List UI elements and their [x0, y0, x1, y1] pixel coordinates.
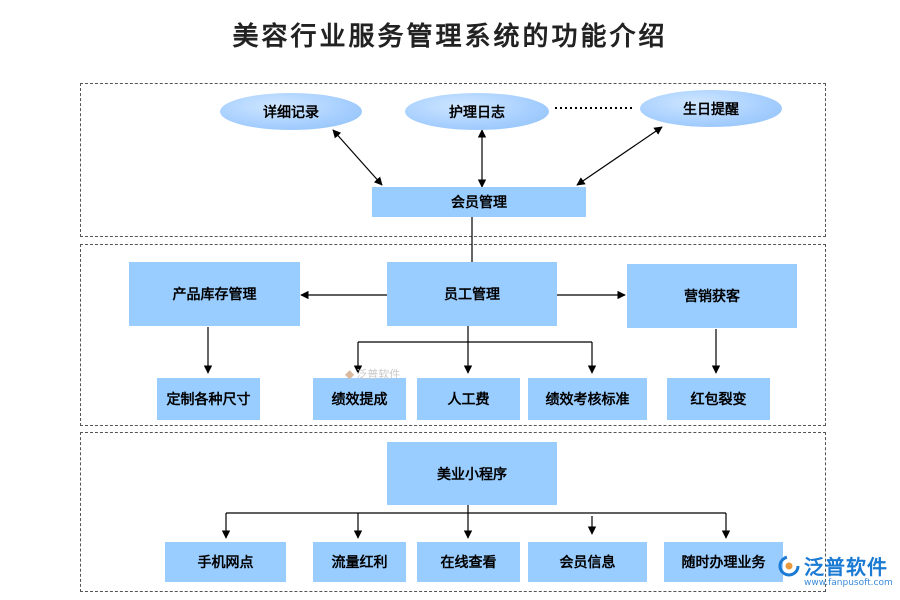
brand-swirl-icon: [778, 555, 800, 576]
box-red-packet: 红包裂变: [667, 378, 770, 420]
section-mini-program: [80, 432, 826, 592]
ellipse-care-log-label: 护理日志: [449, 104, 505, 121]
arrow-record-member: [332, 129, 383, 186]
box-marketing-label: 营销获客: [684, 289, 740, 305]
watermark-mark-icon: ◆: [345, 367, 355, 381]
box-staff-management: 员工管理: [387, 262, 557, 326]
ellipse-birthday-reminder: 生日提醒: [640, 90, 782, 127]
box-commission: 绩效提成: [313, 378, 406, 420]
box-commission-label: 绩效提成: [331, 392, 388, 408]
ellipse-birthday-reminder-label: 生日提醒: [683, 101, 739, 118]
box-anytime-business: 随时办理业务: [664, 542, 783, 582]
arrow-birthday-member: [576, 126, 663, 186]
box-custom-size: 定制各种尺寸: [157, 378, 260, 420]
box-member-info: 会员信息: [528, 542, 647, 582]
brand-name: 泛普软件: [804, 555, 888, 579]
box-staff-management-label: 员工管理: [444, 287, 500, 303]
page-title: 美容行业服务管理系统的功能介绍: [232, 22, 668, 52]
box-member-management-label: 会员管理: [451, 195, 507, 211]
watermark-small-text: 泛普软件: [356, 368, 401, 381]
box-mobile-outlet: 手机网点: [165, 542, 286, 582]
box-red-packet-label: 红包裂变: [690, 392, 747, 408]
brand-logo: 泛普软件 www.fanpusoft.com: [778, 551, 893, 588]
ellipse-detailed-record-label: 详细记录: [263, 104, 319, 121]
box-mobile-outlet-label: 手机网点: [197, 555, 254, 571]
box-online-view-label: 在线查看: [440, 555, 497, 571]
box-kpi-standard-label: 绩效考核标准: [545, 392, 630, 408]
box-online-view: 在线查看: [417, 542, 520, 582]
box-custom-size-label: 定制各种尺寸: [166, 392, 251, 408]
box-member-info-label: 会员信息: [559, 555, 616, 571]
box-traffic-dividend-label: 流量红利: [331, 555, 388, 571]
box-kpi-standard: 绩效考核标准: [528, 378, 647, 420]
section-staff: [80, 244, 826, 426]
ellipse-detailed-record: 详细记录: [220, 93, 362, 130]
box-mini-program: 美业小程序: [387, 442, 557, 505]
box-labor-cost-label: 人工费: [447, 392, 490, 408]
section-member: [80, 83, 826, 237]
box-member-management: 会员管理: [372, 187, 586, 217]
box-anytime-business-label: 随时办理业务: [681, 555, 766, 571]
box-labor-cost: 人工费: [417, 378, 520, 420]
brand-url: www.fanpusoft.com: [804, 578, 893, 588]
box-mini-program-label: 美业小程序: [437, 466, 507, 483]
box-inventory-management: 产品库存管理: [129, 262, 300, 326]
box-marketing: 营销获客: [627, 264, 797, 328]
watermark-small: ◆ 泛普软件: [345, 366, 400, 382]
box-inventory-management-label: 产品库存管理: [172, 287, 257, 303]
box-traffic-dividend: 流量红利: [313, 542, 406, 582]
ellipse-care-log: 护理日志: [405, 93, 549, 130]
